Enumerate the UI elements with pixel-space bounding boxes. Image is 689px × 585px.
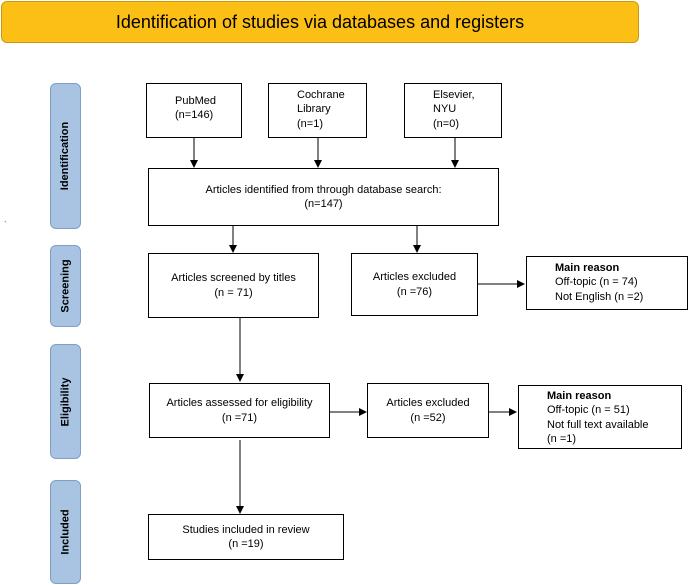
excluded-eligibility-label: Articles excluded — [386, 397, 470, 410]
excluded-eligibility-box: Articles excluded (n =52) — [367, 383, 489, 438]
reason-eligibility-line2: Not full text available — [547, 418, 649, 431]
identified-box: Articles identified from through databas… — [148, 168, 499, 226]
identified-label: Articles identified from through databas… — [205, 183, 442, 196]
cochrane-name-1: Cochrane — [297, 89, 345, 101]
reason-screening-line1: Off-topic (n = 74) — [555, 276, 638, 289]
excluded-screening-label: Articles excluded — [372, 271, 457, 284]
screened-box: Articles screened by titles (n = 71) — [148, 253, 319, 318]
included-count: (n =19) — [228, 538, 264, 550]
screened-count: (n = 71) — [214, 286, 253, 299]
reason-screening-box: Main reason Off-topic (n = 74) Not Engli… — [526, 256, 688, 310]
reason-eligibility-line1: Off-topic (n = 51) — [547, 404, 630, 417]
cochrane-name-2: Library — [297, 103, 331, 116]
stray-mark: ` — [4, 220, 7, 230]
stage-screening: Screening — [50, 245, 81, 327]
stage-identification: Identification — [50, 83, 81, 229]
elsevier-name-2: NYU — [433, 103, 457, 116]
elsevier-count: (n=0) — [433, 117, 459, 130]
eligibility-label: Articles assessed for eligibility — [166, 397, 313, 410]
elsevier-name-1: Elsevier, — [433, 89, 475, 101]
eligibility-count: (n =71) — [221, 411, 258, 424]
screened-label: Articles screened by titles — [171, 272, 296, 285]
pubmed-name: PubMed — [175, 95, 216, 107]
source-cochrane-box: Cochrane Library (n=1) — [268, 83, 367, 138]
reason-screening-head: Main reason — [555, 262, 620, 274]
reason-screening-line2: Not English (n =2) — [555, 290, 644, 303]
eligibility-box: Articles assessed for eligibility (n =71… — [149, 383, 330, 438]
reason-eligibility-head: Main reason — [547, 390, 612, 402]
header-banner: Identification of studies via databases … — [1, 1, 639, 43]
cochrane-count: (n=1) — [297, 117, 323, 130]
excluded-screening-count: (n =76) — [396, 285, 433, 298]
reason-eligibility-box: Main reason Off-topic (n = 51) Not full … — [518, 385, 682, 449]
source-pubmed-box: PubMed (n=146) — [146, 83, 242, 138]
source-elsevier-box: Elsevier, NYU (n=0) — [404, 83, 502, 138]
excluded-screening-box: Articles excluded (n =76) — [351, 253, 478, 316]
reason-eligibility-line3: (n =1) — [547, 432, 577, 445]
excluded-eligibility-count: (n =52) — [410, 411, 446, 424]
stage-included: Included — [50, 480, 81, 584]
included-box: Studies included in review (n =19) — [148, 514, 344, 560]
included-label: Studies included in review — [182, 523, 310, 536]
identified-count: (n=147) — [304, 198, 343, 210]
banner-title: Identification of studies via databases … — [115, 11, 525, 32]
stage-eligibility: Eligibility — [50, 344, 81, 459]
pubmed-count: (n=146) — [175, 109, 214, 122]
